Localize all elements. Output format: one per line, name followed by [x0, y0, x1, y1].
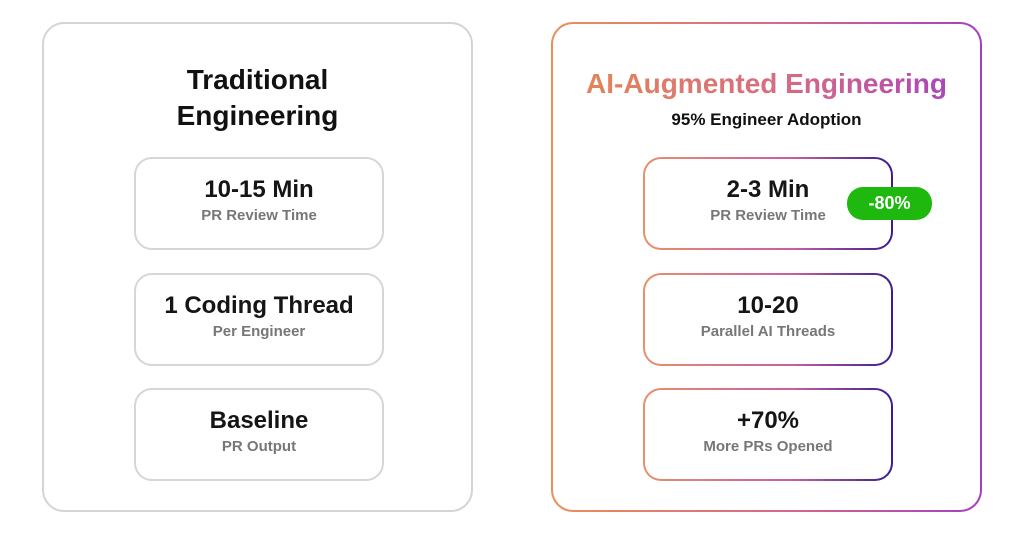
metric-label: Per Engineer: [212, 323, 306, 340]
metric-value: 1 Coding Thread: [164, 292, 354, 319]
ai-panel: AI-Augmented Engineering 95% Engineer Ad…: [551, 22, 982, 512]
metric-card-output: Baseline PR Output: [134, 388, 384, 481]
metric-label: More PRs Opened: [703, 438, 833, 455]
metric-label: PR Review Time: [201, 207, 317, 224]
metric-label: Parallel AI Threads: [700, 323, 836, 340]
metric-label: PR Output: [221, 438, 297, 455]
metric-label: PR Review Time: [710, 207, 826, 224]
metric-value: Baseline: [209, 407, 309, 434]
metric-value: +70%: [736, 407, 800, 434]
title-line-2: Engineering: [176, 100, 339, 131]
title-line-1: Traditional: [186, 64, 329, 95]
ai-subtitle: 95% Engineer Adoption: [671, 110, 862, 129]
metric-card-review-time: 10-15 Min PR Review Time: [134, 157, 384, 250]
reduction-badge: -80%: [847, 187, 932, 220]
metric-value: 10-20: [737, 292, 799, 319]
metric-card-output: +70% More PRs Opened: [643, 388, 893, 481]
metric-value: 10-15 Min: [204, 176, 314, 203]
metric-value: 2-3 Min: [726, 176, 810, 203]
ai-title: AI-Augmented Engineering: [553, 66, 980, 102]
